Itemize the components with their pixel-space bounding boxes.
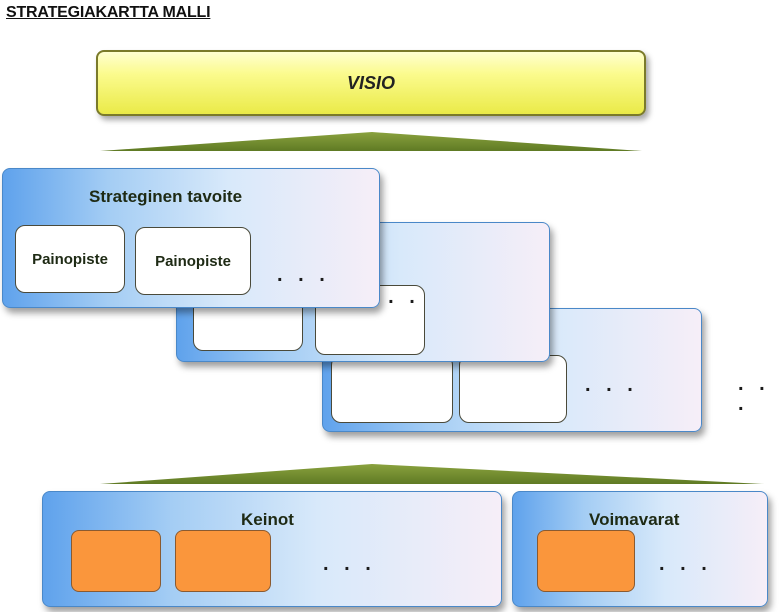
means-title: Keinot — [241, 510, 294, 529]
vision-box: VISIO — [96, 50, 646, 116]
focus-label-1: Painopiste — [32, 250, 108, 268]
focus-box-1: Painopiste — [15, 225, 125, 293]
focus-box-2: Painopiste — [135, 227, 251, 295]
resources-ellipsis: . . . — [659, 553, 712, 575]
panel-front-ellipsis: . . . — [277, 264, 330, 286]
upper-wedge — [100, 132, 642, 151]
diagram-title: STRATEGIAKARTTA MALLI — [6, 4, 211, 21]
resources-box-1 — [537, 530, 635, 592]
focus-label-2: Painopiste — [155, 252, 231, 270]
resources-title: Voimavarat — [589, 510, 680, 529]
strategy-title: Strateginen tavoite — [89, 187, 243, 206]
resources-panel: Voimavarat . . . — [512, 491, 768, 607]
means-ellipsis: . . . — [323, 553, 376, 575]
means-box-2 — [175, 530, 271, 592]
focus-box-back-1 — [331, 355, 453, 423]
lower-wedge — [100, 464, 764, 484]
strategy-panel-front: Strateginen tavoite Painopiste Painopist… — [2, 168, 380, 308]
panel-back-ellipsis: . . . — [585, 374, 638, 396]
focus-box-back-2 — [459, 355, 567, 423]
stack-ellipsis: . . . — [738, 373, 770, 415]
means-box-1 — [71, 530, 161, 592]
vision-label: VISIO — [346, 72, 395, 93]
means-panel: Keinot . . . — [42, 491, 502, 607]
